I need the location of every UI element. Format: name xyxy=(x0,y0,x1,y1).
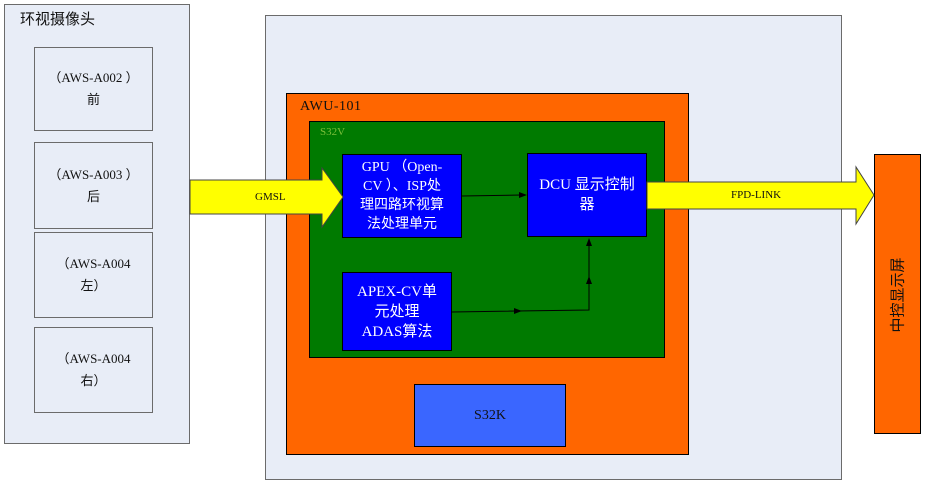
gpu-line-3: 理四路环视算 xyxy=(360,198,444,213)
camera-right: （AWS-A004 右） xyxy=(34,327,153,413)
apex-to-dcu-midhead xyxy=(514,308,522,314)
gpu-line-2: CV ）、ISP处 xyxy=(363,179,441,194)
dcu-line-1: DCU 显示控制 xyxy=(539,177,635,193)
camera-left: （AWS-A004 左） xyxy=(34,232,153,318)
gpu-to-dcu-arrowhead xyxy=(519,192,527,198)
s32k-label: S32K xyxy=(474,407,506,423)
gmsl-arrow xyxy=(189,166,344,229)
gpu-to-dcu-line xyxy=(461,194,522,197)
apex-to-dcu-midhead-2 xyxy=(586,276,592,284)
camera-rear: （AWS-A003 ） 后 xyxy=(34,142,153,229)
camera-front: （AWS-A002 ） 前 xyxy=(34,47,153,131)
camera-left-position: 左） xyxy=(80,278,107,293)
s32k-block: S32K xyxy=(414,384,566,447)
apex-line-2: 元处理 xyxy=(374,303,420,320)
camera-right-position: 右） xyxy=(80,373,107,388)
dcu-display-controller: DCU 显示控制 器 xyxy=(527,153,647,237)
camera-rear-model: （AWS-A003 ） xyxy=(48,166,139,182)
apex-to-dcu-arrowhead xyxy=(586,238,592,246)
apex-cv-block: APEX-CV单 元处理 ADAS算法 xyxy=(342,272,452,351)
central-display xyxy=(874,154,921,434)
apex-line-1: APEX-CV单 xyxy=(356,283,437,300)
gpu-line-1: GPU （Open- xyxy=(361,160,443,175)
fpd-link-label: FPD-LINK xyxy=(731,189,782,201)
camera-group-title: 环视摄像头 xyxy=(20,10,96,28)
gpu-line-4: 法处理单元 xyxy=(367,217,437,232)
camera-left-model: （AWS-A004 xyxy=(56,256,131,271)
camera-front-model: （AWS-A002 ） xyxy=(48,70,139,85)
s32v-title: S32V xyxy=(320,126,346,138)
camera-front-position: 前 xyxy=(86,92,100,107)
camera-right-model: （AWS-A004 xyxy=(56,351,131,366)
gpu-isp-block: GPU （Open- CV ）、ISP处 理四路环视算 法处理单元 xyxy=(342,154,462,238)
fpd-link-arrow xyxy=(646,165,875,226)
awu-101-title: AWU-101 xyxy=(300,99,362,114)
gmsl-label: GMSL xyxy=(255,191,286,203)
apex-line-3: ADAS算法 xyxy=(361,323,433,340)
dcu-line-2: 器 xyxy=(579,197,595,213)
apex-to-dcu-line xyxy=(451,244,590,313)
camera-rear-position: 后 xyxy=(86,188,100,204)
